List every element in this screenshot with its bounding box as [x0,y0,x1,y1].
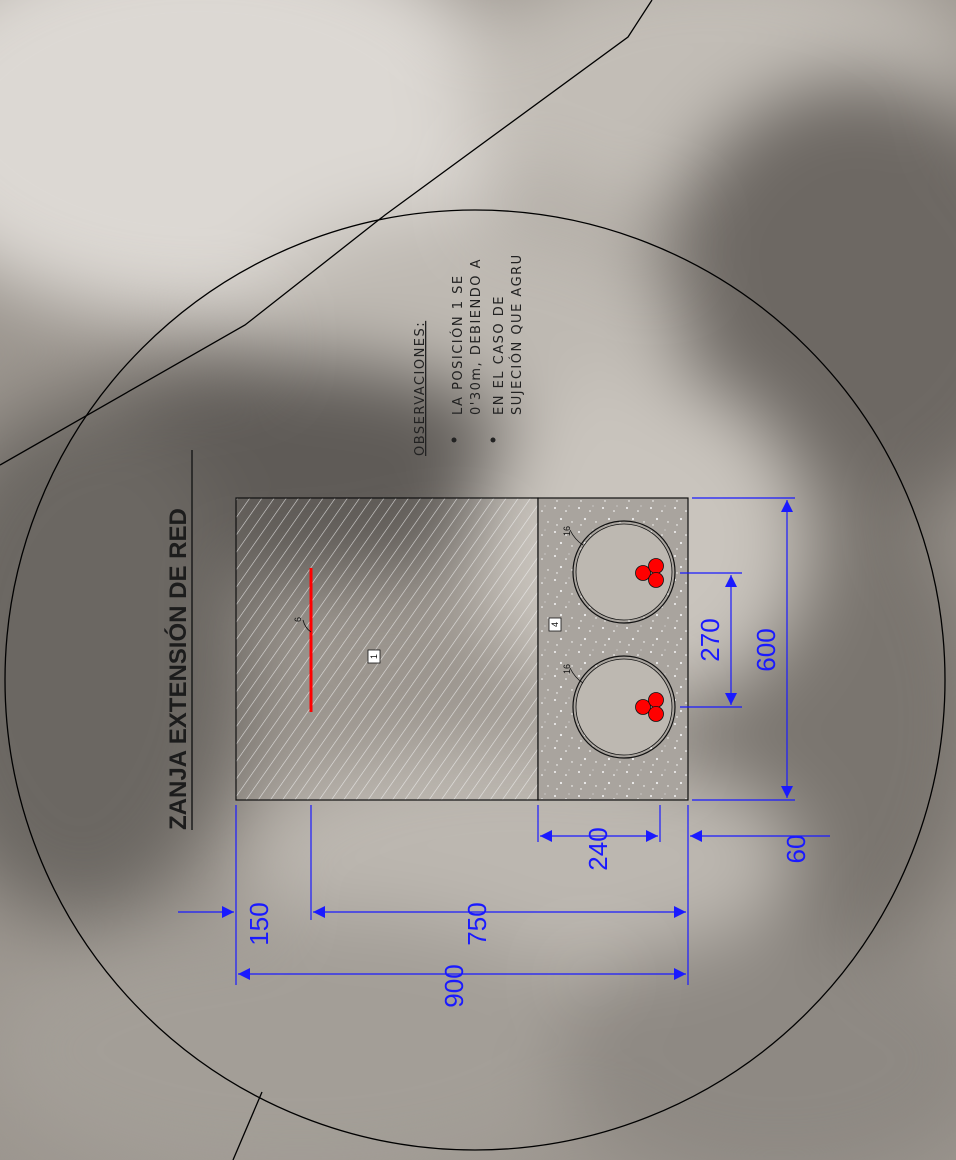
fill-layer-tag-box [367,649,381,664]
boundary-line [0,0,653,466]
cable-trefoil-right [635,558,664,588]
concrete-layer-tag-box [548,617,562,632]
dim-240-text: 240 [583,827,613,870]
bullet-1 [451,437,457,443]
pipe-right-tag: 16 [562,526,572,536]
dimension-texts: 900 750 150 240 60 600 270 [244,618,811,1007]
dim-900-text: 900 [439,964,469,1007]
title-block: ZANJA EXTENSIÓN DE RED [164,450,193,830]
pipe-left-outer [572,655,676,759]
pipe-left-tag: 16 [562,664,572,674]
dim-60-text: 60 [781,835,811,864]
pipe-left-inner [575,658,673,756]
pipe-right-outer [572,520,676,624]
dim-270-text: 270 [695,618,725,661]
detail-circle [4,209,946,1151]
observation-1-line-2: 0'30m, DEBIENDO A [469,258,484,415]
pipe-right-inner [575,523,673,621]
pipe-left-leader [569,667,584,684]
dim-150-text: 150 [244,902,274,945]
fill-layer [235,497,539,801]
tape-leader [302,619,312,633]
bullet-2 [490,437,496,443]
concrete-layer-tag: 4 [550,622,560,627]
observations-block: OBSERVACIONES: LA POSICIÓN 1 SE 0'30m, D… [413,253,525,456]
observation-1-line-1: LA POSICIÓN 1 SE [450,274,466,415]
trench-section: 6 1 4 16 16 [235,497,689,801]
lower-boundary-line [232,1091,263,1160]
dim-600-text: 600 [751,628,781,671]
dimension-lines [178,497,830,985]
fill-layer-tag: 1 [369,654,379,659]
pipe-right-leader [569,529,584,546]
observation-2-line-1: EN EL CASO DE [492,295,507,415]
drawing-title: ZANJA EXTENSIÓN DE RED [164,508,192,830]
cable-trefoil-left [635,692,664,722]
tape-tag: 6 [293,617,303,622]
observations-heading: OBSERVACIONES: [413,321,428,456]
dim-750-text: 750 [462,902,492,945]
observation-2-line-2: SUJECIÓN QUE AGRU [509,253,525,415]
